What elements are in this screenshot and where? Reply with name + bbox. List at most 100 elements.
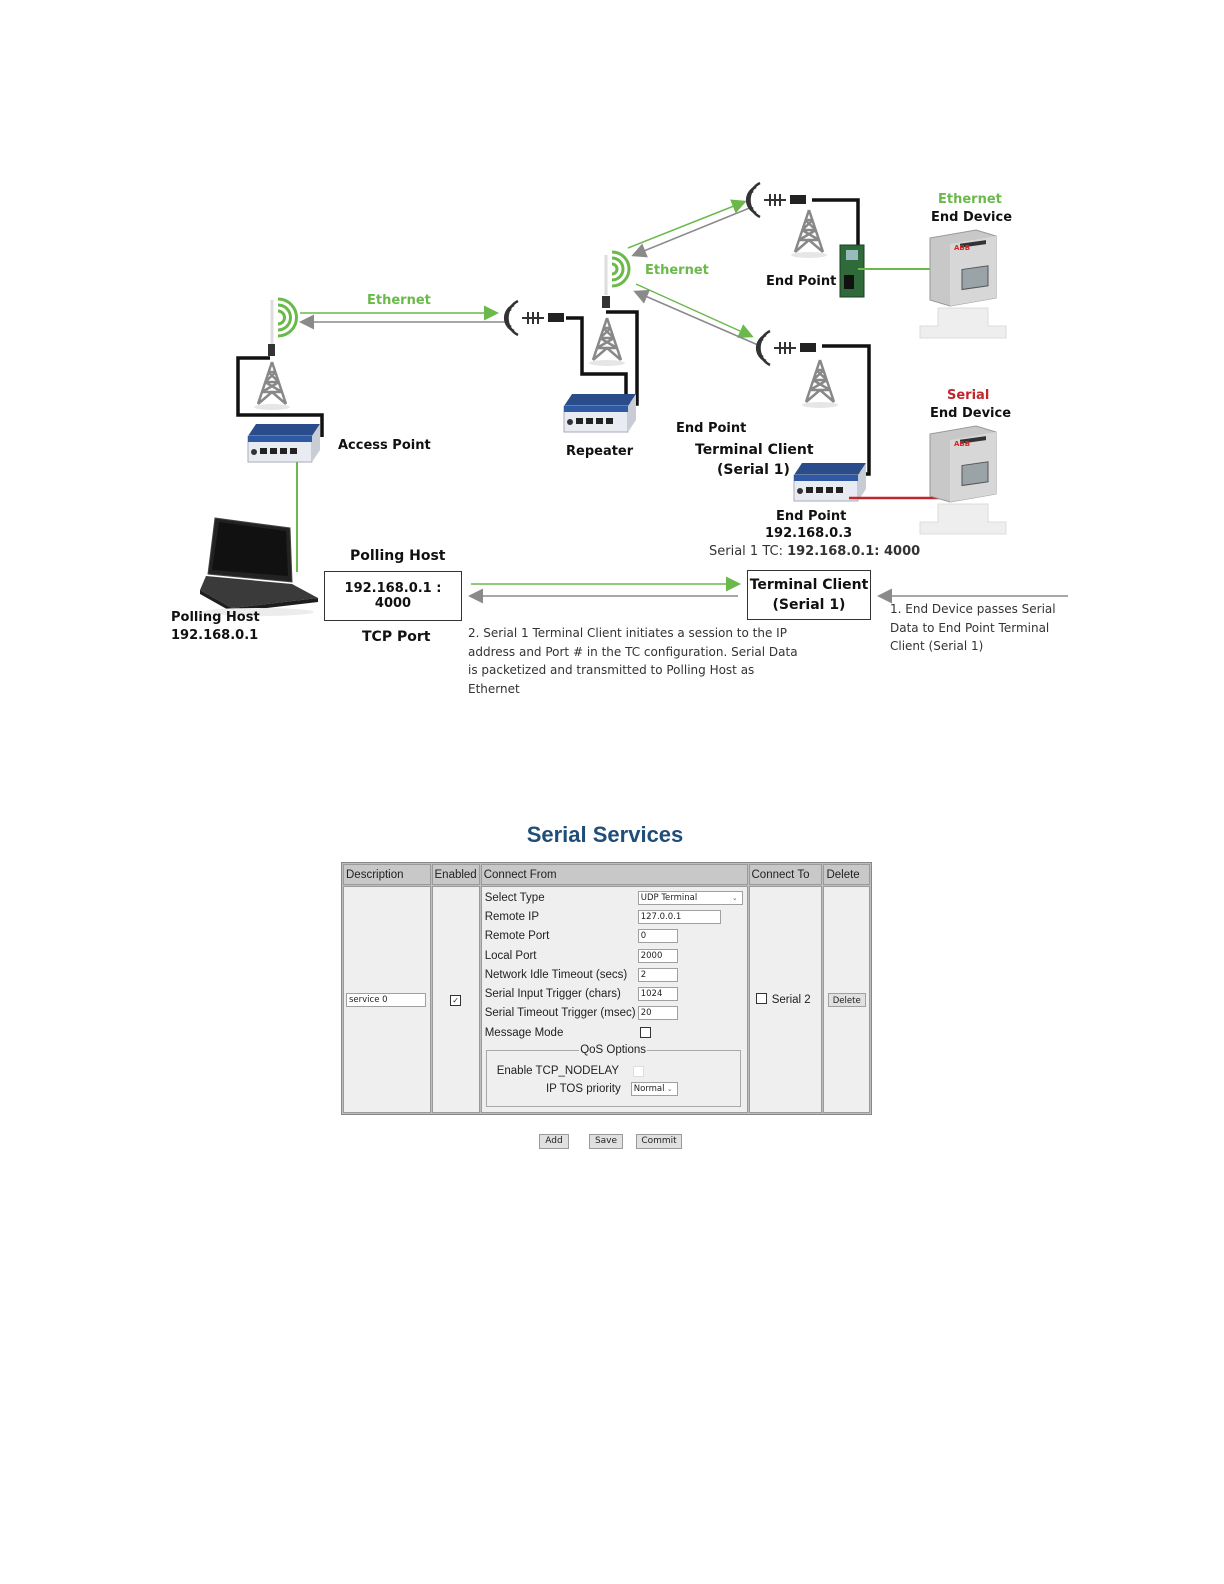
network-idle-timeout-input[interactable] — [637, 967, 678, 982]
serial-2-checkbox[interactable] — [755, 993, 767, 1005]
end-point-top-label: End Point — [766, 274, 837, 289]
add-button[interactable]: Add — [539, 1134, 569, 1149]
serial-tc-prefix: Serial 1 TC: — [709, 544, 788, 559]
local-port-input[interactable] — [637, 948, 678, 963]
chevron-down-icon: ⌄ — [731, 893, 738, 902]
serial-input-trigger-input[interactable] — [637, 987, 678, 1002]
message-mode-checkbox[interactable] — [639, 1027, 651, 1039]
serial-tc-label: Serial 1 TC: 192.168.0.1: 4000 — [709, 544, 920, 559]
qos-options-legend: QoS Options — [580, 1044, 647, 1057]
enabled-checkbox[interactable]: ✓ — [450, 994, 462, 1006]
table-header-row: Description Enabled Connect From Connect… — [343, 864, 870, 885]
terminal-client-serial-label: (Serial 1) — [717, 462, 790, 478]
endpoint-top-tower-icon — [789, 208, 829, 260]
end-point-bottom-label: End Point — [776, 509, 847, 524]
remote-port-input[interactable] — [637, 929, 678, 944]
repeater-omni-antenna — [602, 250, 631, 308]
access-point-cable — [236, 356, 324, 437]
remote-ip-label: Remote IP — [484, 910, 540, 923]
access-point-antenna — [268, 297, 298, 356]
endpoint-top-antenna-icon — [745, 181, 808, 219]
link-repeater-to-endpoint-top — [627, 199, 747, 249]
field-message-mode: Message Mode — [482, 1023, 747, 1042]
delete-button[interactable]: Delete — [827, 992, 866, 1007]
access-point-label: Access Point — [338, 438, 431, 453]
field-serial-input-trigger: Serial Input Trigger (chars) — [482, 984, 747, 1003]
end-point-ip-label: 192.168.0.3 — [765, 526, 853, 541]
serial-timeout-trigger-label: Serial Timeout Trigger (msec) — [484, 1007, 636, 1020]
message-mode-label: Message Mode — [484, 1026, 564, 1039]
tcp-port-label: TCP Port — [362, 629, 431, 645]
tc-box-line1: Terminal Client — [749, 577, 869, 593]
ip-tos-priority-value: Normal — [633, 1084, 665, 1095]
header-connect-from: Connect From — [480, 864, 748, 885]
remote-ip-input[interactable] — [637, 909, 721, 924]
qos-options-group: QoS Options Enable TCP_NODELAY IP TOS pr… — [485, 1044, 741, 1108]
serial-tc-value: 192.168.0.1: 4000 — [787, 544, 921, 559]
repeater-cable-1 — [566, 316, 628, 404]
commit-button[interactable]: Commit — [636, 1134, 682, 1149]
access-point-router-icon — [247, 423, 321, 463]
laptop-name-label: Polling Host — [171, 610, 260, 625]
field-select-type: Select Type UDP Terminal ⌄ — [482, 888, 747, 907]
field-ip-tos-priority: IP TOS priority Normal ⌄ — [495, 1080, 732, 1098]
ethernet-device-name-label: End Device — [931, 210, 1013, 225]
network-idle-timeout-label: Network Idle Timeout (secs) — [484, 968, 628, 981]
ethernet-label-repeater: Ethernet — [645, 263, 709, 278]
polling-host-laptop-icon — [200, 517, 318, 616]
chevron-down-icon: ⌄ — [666, 1085, 673, 1094]
header-delete: Delete — [823, 864, 870, 885]
save-button[interactable]: Save — [589, 1134, 623, 1149]
serial-device-name-label: End Device — [930, 406, 1012, 421]
header-enabled: Enabled — [431, 864, 480, 885]
field-serial-timeout-trigger: Serial Timeout Trigger (msec) — [482, 1004, 747, 1023]
header-description: Description — [343, 864, 431, 885]
header-connect-to: Connect To — [748, 864, 823, 885]
tcp-nodelay-checkbox[interactable] — [632, 1065, 644, 1077]
serial-services-title: Serial Services — [526, 822, 684, 847]
network-diagram: ABB — [200, 181, 1068, 616]
select-type-label: Select Type — [484, 891, 545, 904]
select-type-dropdown[interactable]: UDP Terminal ⌄ — [637, 890, 743, 905]
local-port-label: Local Port — [484, 949, 537, 962]
step2-note: 2. Serial 1 Terminal Client initiates a … — [468, 626, 798, 696]
step1-note: 1. End Device passes Serial Data to End … — [890, 602, 1056, 653]
terminal-client-label: Terminal Client — [695, 442, 814, 458]
ip-tos-priority-dropdown[interactable]: Normal ⌄ — [630, 1082, 678, 1097]
serial-timeout-trigger-input[interactable] — [637, 1006, 678, 1021]
end-point-mid-label: End Point — [676, 421, 747, 436]
endpoint-mid-tower-icon — [800, 358, 840, 410]
field-local-port: Local Port — [482, 946, 747, 965]
field-network-idle-timeout: Network Idle Timeout (secs) — [482, 965, 747, 984]
repeater-tower-icon — [587, 316, 627, 368]
laptop-ip-label: 192.168.0.1 — [171, 628, 259, 643]
endpoint-mid-cable — [822, 344, 871, 476]
remote-port-label: Remote Port — [484, 930, 550, 943]
select-type-value: UDP Terminal — [640, 892, 698, 903]
serial-input-trigger-label: Serial Input Trigger (chars) — [484, 988, 621, 1001]
serial-device-type-label: Serial — [947, 388, 990, 403]
tc-box-line2: (Serial 1) — [772, 597, 846, 613]
repeater-label: Repeater — [566, 444, 634, 459]
field-remote-port: Remote Port — [482, 927, 747, 946]
serial-services-table: Description Enabled Connect From Connect… — [341, 862, 872, 1116]
delete-cell: Delete — [823, 886, 870, 1114]
field-tcp-nodelay: Enable TCP_NODELAY — [495, 1062, 732, 1080]
serial-end-device-icon — [919, 425, 1007, 535]
enabled-cell: ✓ — [431, 886, 480, 1114]
polling-host-port-box: 192.168.0.1 : 4000 — [324, 571, 462, 621]
repeater-directional-antenna-icon — [503, 299, 566, 337]
description-input[interactable] — [346, 992, 426, 1007]
table-row: ✓ Select Type UDP Terminal ⌄ Remote IP R… — [343, 886, 870, 1114]
endpoint-card-icon — [839, 244, 865, 298]
description-cell — [343, 886, 431, 1114]
connect-from-cell: Select Type UDP Terminal ⌄ Remote IP Rem… — [480, 886, 748, 1114]
ip-tos-priority-label: IP TOS priority — [545, 1083, 621, 1096]
endpoint-top-cable — [812, 198, 860, 246]
connect-to-cell: Serial 2 — [748, 886, 823, 1114]
polling-host-title: Polling Host — [350, 548, 446, 564]
access-point-tower-icon — [252, 360, 292, 412]
tcp-nodelay-label: Enable TCP_NODELAY — [496, 1065, 620, 1078]
terminal-client-router-icon — [793, 462, 867, 502]
ethernet-device-type-label: Ethernet — [938, 192, 1002, 207]
